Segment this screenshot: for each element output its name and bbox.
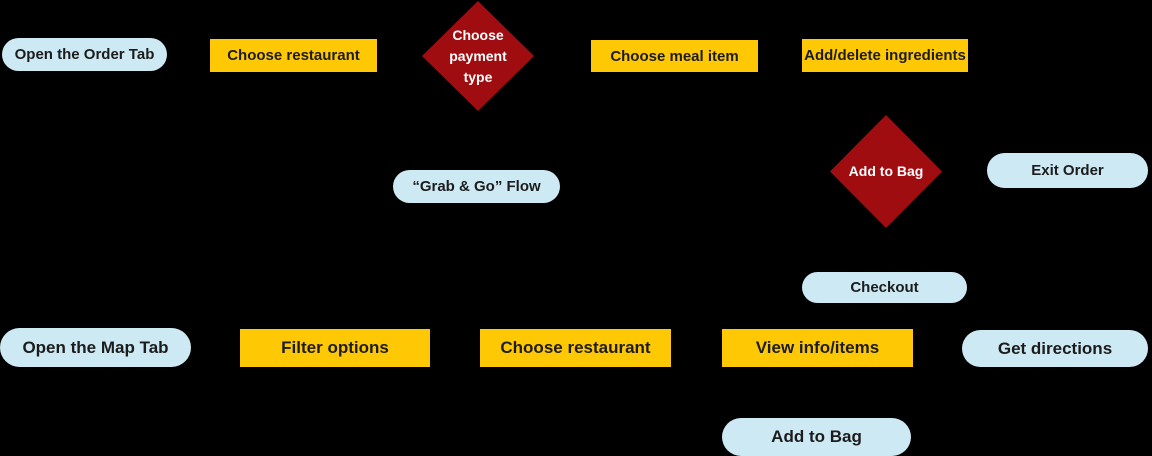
node-add-to-bag-bottom: Add to Bag bbox=[722, 418, 911, 456]
node-choose-meal-item: Choose meal item bbox=[591, 40, 758, 72]
node-open-order-tab: Open the Order Tab bbox=[2, 38, 167, 71]
node-exit-order: Exit Order bbox=[987, 153, 1148, 188]
node-add-delete-ingredients: Add/delete ingredients bbox=[802, 39, 968, 72]
node-checkout: Checkout bbox=[802, 272, 967, 303]
node-add-to-bag-decision: Add to Bag bbox=[830, 115, 942, 228]
node-filter-options: Filter options bbox=[240, 329, 430, 367]
node-open-map-tab: Open the Map Tab bbox=[0, 328, 191, 367]
node-get-directions: Get directions bbox=[962, 330, 1148, 367]
node-view-info-items: View info/items bbox=[722, 329, 913, 367]
node-choose-payment-type: Choose payment type bbox=[422, 1, 534, 111]
node-grab-and-go-flow: “Grab & Go” Flow bbox=[393, 170, 560, 203]
node-choose-restaurant-top: Choose restaurant bbox=[210, 39, 377, 72]
node-choose-restaurant-bottom: Choose restaurant bbox=[480, 329, 671, 367]
